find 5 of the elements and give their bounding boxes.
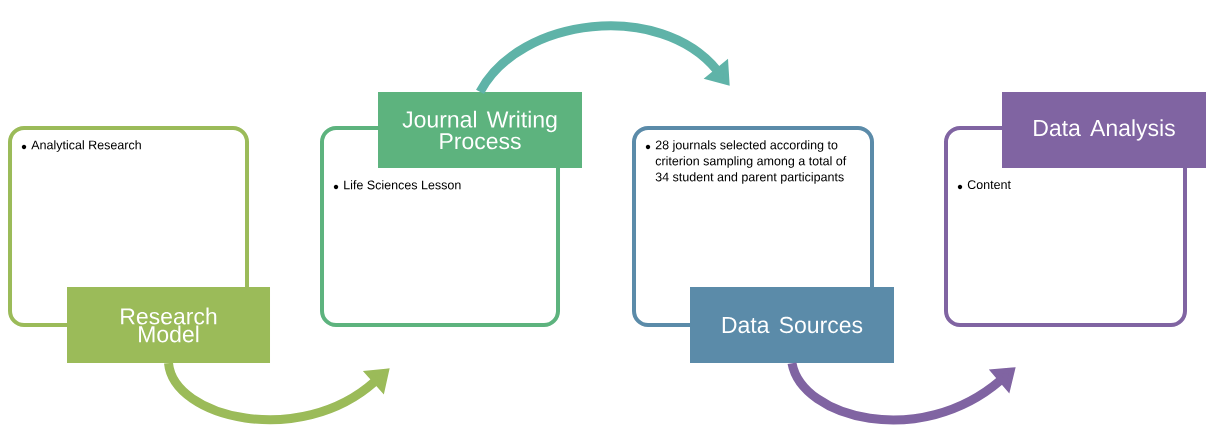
arrow [476,21,730,95]
title-box: Data Sources [690,287,894,363]
title-box: Journal Writing Process [378,92,582,168]
title-box: Research Model [67,287,270,363]
title-box: Data Analysis [1002,92,1206,168]
